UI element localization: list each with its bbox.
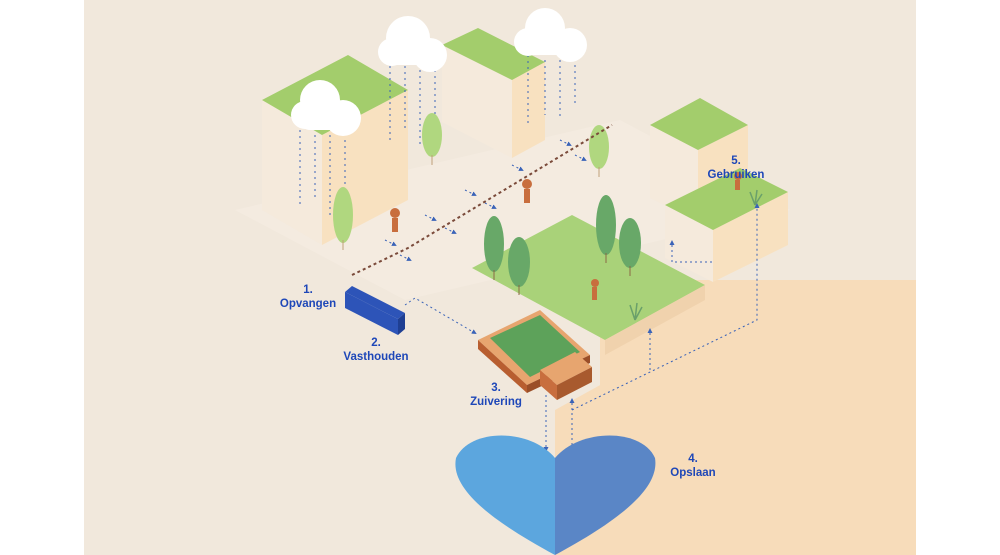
step-1-label: 1. Opvangen <box>260 283 356 311</box>
gutter-line <box>351 124 613 276</box>
step-5-text: Gebruiken <box>707 169 765 181</box>
person-icon <box>591 279 599 300</box>
tree-icon <box>333 187 353 250</box>
step-5-number: 5. <box>731 155 741 167</box>
rain-lines <box>299 55 576 215</box>
step-4-text: Opslaan <box>670 467 716 479</box>
cloud-icon <box>291 80 361 136</box>
flow-arrows <box>384 139 760 455</box>
grass-tuft-icon <box>629 189 763 321</box>
step-4-label: 4. Opslaan <box>645 452 741 480</box>
tree-icon <box>589 125 609 177</box>
tree-icon <box>422 113 442 165</box>
step-3-number: 3. <box>491 382 501 394</box>
step-4-number: 4. <box>688 453 698 465</box>
field-edge <box>605 285 705 355</box>
cloud-icon <box>514 8 587 62</box>
retention-tank <box>345 286 405 335</box>
step-3-text: Zuivering <box>470 396 522 408</box>
person-icon <box>390 208 400 232</box>
green-field <box>472 215 705 340</box>
step-5-label: 5. Gebruiken <box>688 154 784 182</box>
tree-icon <box>508 237 530 295</box>
purification-planter <box>478 310 592 400</box>
step-1-number: 1. <box>303 284 313 296</box>
step-2-text: Vasthouden <box>343 351 409 363</box>
tree-icon <box>484 216 504 280</box>
storage-reservoir-right <box>555 435 656 555</box>
tree-icon <box>596 195 616 263</box>
step-2-label: 2. Vasthouden <box>328 336 424 364</box>
tree-icon <box>619 218 641 276</box>
storage-reservoir-left <box>455 435 555 555</box>
step-3-label: 3. Zuivering <box>448 381 544 409</box>
person-icon <box>522 179 532 203</box>
person-icon <box>734 172 742 190</box>
step-2-number: 2. <box>371 337 381 349</box>
step-1-text: Opvangen <box>279 298 337 310</box>
green-roof-block <box>665 168 788 282</box>
cloud-icon <box>378 16 447 72</box>
